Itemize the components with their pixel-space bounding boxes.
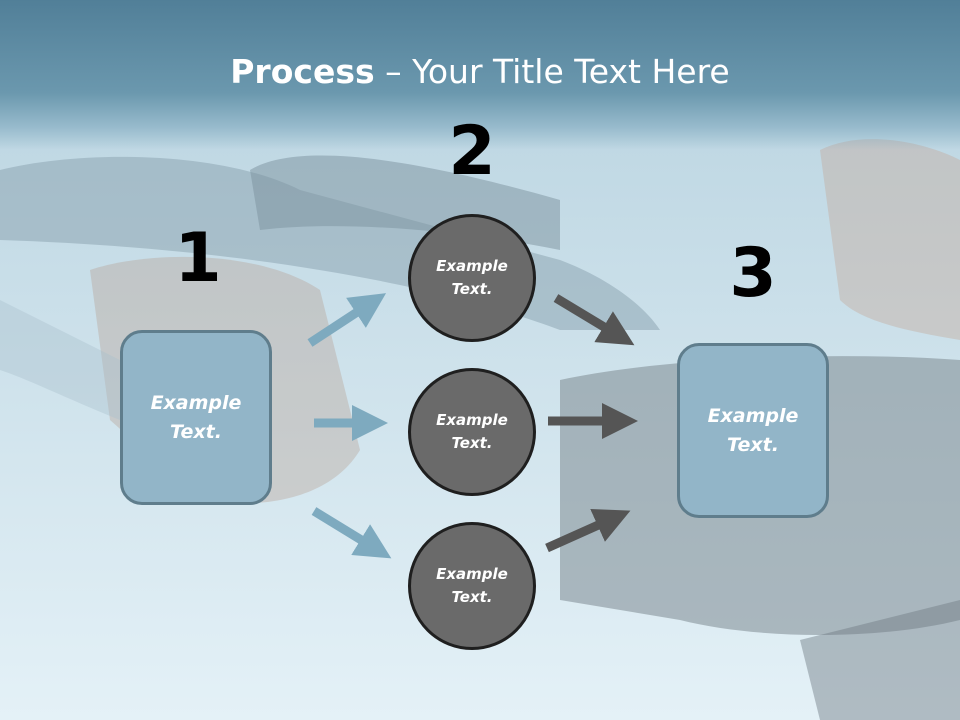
title-rest: – Your Title Text Here: [374, 52, 730, 91]
step-2-circle-top[interactable]: Example Text.: [408, 214, 536, 342]
step-3-box[interactable]: Example Text.: [677, 343, 829, 518]
arrow-right-icon: [545, 508, 631, 553]
arrow-right-icon: [307, 293, 387, 347]
step-1-box[interactable]: Example Text.: [120, 330, 272, 505]
step-3-number: 3: [729, 234, 777, 313]
title-band: [0, 0, 960, 150]
step-1-text: Example Text.: [150, 391, 242, 443]
circle-text: Example Text.: [436, 565, 508, 606]
step-1-number: 1: [174, 219, 222, 298]
arrow-right-icon: [311, 507, 392, 559]
circle-text: Example Text.: [436, 257, 508, 298]
slide-title: Process – Your Title Text Here: [0, 52, 960, 91]
step-2-circle-bottom[interactable]: Example Text.: [408, 522, 536, 650]
step-2-number: 2: [448, 112, 496, 191]
title-bold: Process: [230, 52, 375, 91]
step-3-text: Example Text.: [707, 404, 799, 456]
circle-text: Example Text.: [436, 411, 508, 452]
step-2-circle-middle[interactable]: Example Text.: [408, 368, 536, 496]
arrow-right-icon: [553, 294, 635, 346]
